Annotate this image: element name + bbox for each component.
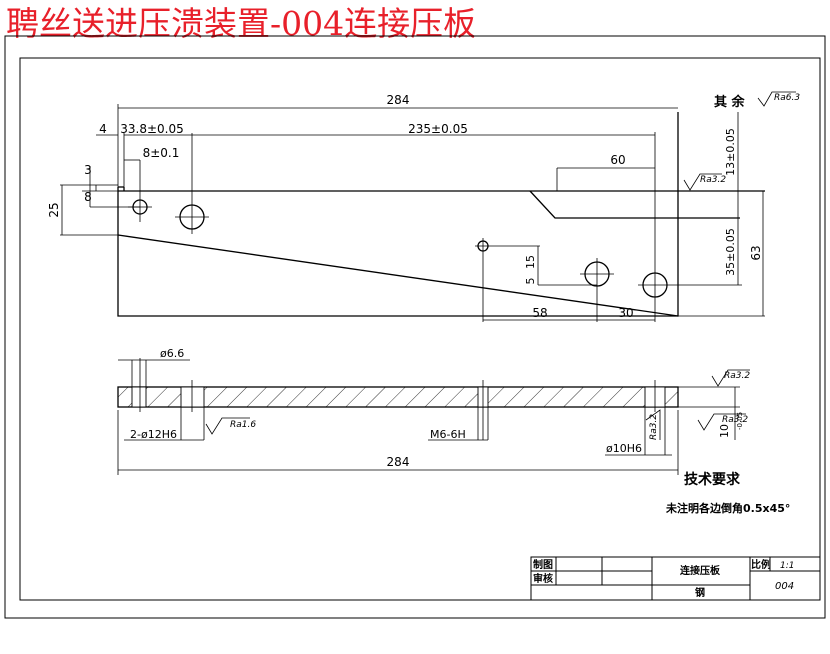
dim-m6: M6-6H (430, 428, 466, 441)
dim-3: 3 (84, 163, 92, 177)
section-bar (117, 386, 679, 408)
dim-284-bottom: 284 (387, 455, 410, 469)
dim-60: 60 (610, 153, 625, 167)
title-block-drawing-no: 004 (775, 581, 794, 592)
title-block-scale-value: 1:1 (780, 561, 794, 571)
plan-taper-line (117, 234, 679, 317)
section-view: ø6.6 2-ø12H6 M6-6H ø10H6 284 10 -0.05 Ra… (117, 347, 750, 475)
roughness-symbol-plan (683, 173, 722, 191)
title-block (530, 556, 821, 601)
hole-right-large (638, 132, 742, 322)
dim-5: 5 (524, 278, 537, 285)
title-block-check-label: 审核 (533, 572, 553, 585)
roughness-plan-value: Ra3.2 (700, 175, 726, 185)
dim-13: 13±0.05 (724, 128, 737, 176)
dim-25: 25 (47, 202, 61, 217)
dim-10: 10 (718, 424, 731, 438)
dim-33-8: 33.8±0.05 (120, 122, 184, 136)
roughness-symbol-qiyu (757, 91, 796, 107)
outer-border (4, 35, 826, 619)
qiyu-label: 其 余 (714, 94, 746, 110)
dim-35: 35±0.05 (724, 228, 737, 276)
dim-58: 58 (532, 306, 547, 320)
title-block-material: 钢 (695, 586, 705, 599)
roughness-symbol-section-top (711, 369, 750, 387)
hole-mid-small (475, 238, 540, 322)
dim-284-top: 284 (387, 93, 410, 107)
roughness-section-top-value: Ra3.2 (724, 371, 750, 381)
plan-step (529, 190, 740, 219)
plan-dimension-lines (60, 104, 765, 321)
inner-border (19, 57, 821, 601)
plan-view: 284 4 33.8±0.05 235±0.05 8±0.1 60 3 8 25… (47, 93, 765, 322)
dim-phi-10: ø10H6 (606, 442, 642, 455)
dim-10-tol: -0.05 (736, 412, 744, 430)
dim-phi-6-6: ø6.6 (160, 347, 184, 360)
hole-left-large (175, 133, 209, 234)
dim-15: 15 (524, 255, 537, 269)
dim-4: 4 (99, 122, 107, 136)
dim-8: 8 (84, 190, 92, 204)
section-hole-small (131, 386, 147, 408)
plan-outline (117, 112, 679, 317)
roughness-symbol-bottom-hole (645, 409, 661, 440)
dim-235: 235±0.05 (408, 122, 468, 136)
dim-2-phi-12: 2-ø12H6 (130, 428, 177, 441)
roughness-symbol-section-right (697, 413, 746, 431)
dim-30: 30 (618, 306, 633, 320)
section-hole-large-left (180, 386, 205, 408)
hole-mid-large (580, 258, 614, 322)
tech-req-note: 未注明各边倒角0.5x45° (665, 501, 790, 515)
qiyu-value: Ra6.3 (774, 93, 800, 103)
title-block-part-name: 连接压板 (680, 564, 721, 577)
title-block-draw-label: 制图 (533, 558, 553, 571)
dim-63: 63 (749, 245, 763, 260)
roughness-counterbore-value: Ra1.6 (230, 420, 256, 430)
roughness-symbol-counterbore (205, 417, 250, 435)
roughness-bottom-hole-value: Ra3.2 (649, 414, 659, 440)
tech-req-heading: 技术要求 (684, 471, 741, 488)
title-block-scale-label: 比例 (751, 558, 771, 571)
dim-8-0-1: 8±0.1 (143, 146, 180, 160)
roughness-section-right-value: Ra3.2 (722, 415, 748, 425)
